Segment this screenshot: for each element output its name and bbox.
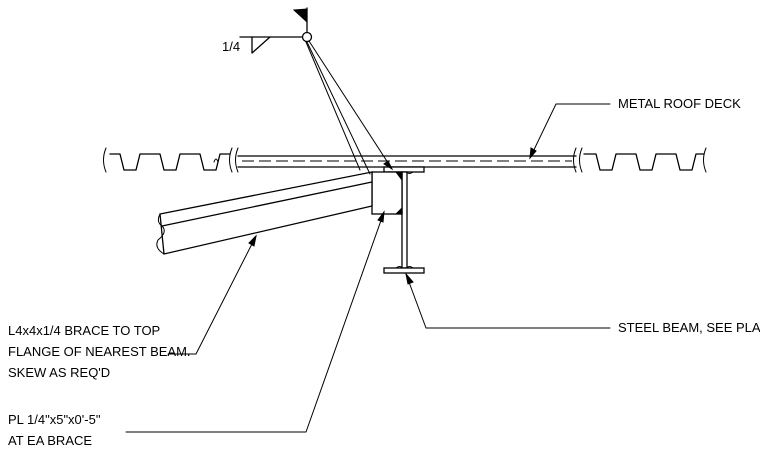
plate-weld-lower [394,206,403,215]
deck-break-right-inner [573,147,583,173]
beam-bottom-flange [383,267,425,274]
label-brace-line1: L4x4x1/4 BRACE TO TOP [8,323,160,338]
weld-leader-3 [305,41,361,171]
angle-brace [156,171,373,255]
weld-leader-2 [308,40,393,170]
brace-body [159,171,373,255]
fillet-weld-icon [251,36,271,54]
callout-brace: L4x4x1/4 BRACE TO TOP FLANGE OF NEAREST … [8,234,257,380]
leader-plate [125,211,385,433]
label-metal-deck: METAL ROOF DECK [618,96,741,111]
brace-plate [371,171,403,215]
beam-web [401,171,408,269]
weld-all-around-circle-icon [301,31,313,43]
weld-leader-1 [306,41,371,175]
label-brace-line3: SKEW AS REQ'D [8,365,110,380]
label-brace-line2: FLANGE OF NEAREST BEAM. [8,344,191,359]
deck-fastener-left [213,158,219,163]
weld-leader-arrow [383,160,394,171]
weld-symbol: 1/4 [222,7,394,175]
field-weld-flag-icon [292,8,308,24]
deck-break-left-inner [229,147,239,173]
plate [371,171,403,215]
callout-steel-beam: STEEL BEAM, SEE PLAN [405,272,760,335]
leader-steel-beam [405,273,611,329]
arrow-plate [377,210,385,223]
leader-brace [167,235,257,355]
plate-weld [395,171,403,182]
brace-leg-line [161,181,373,227]
arrow-steel-beam [405,272,414,285]
deck-profile-left [109,153,231,171]
deck-break-left-outer [103,147,107,173]
label-plate-line2: AT EA BRACE [8,433,92,448]
brace-break-line [156,213,165,255]
arrow-metal-deck [529,147,537,160]
arrow-brace [248,234,257,247]
label-steel-beam: STEEL BEAM, SEE PLAN [618,320,760,335]
weld-size: 1/4 [222,39,240,54]
callout-metal-deck: METAL ROOF DECK [529,96,741,160]
leader-metal-deck [529,103,611,159]
callout-plate: PL 1/4"x5"x0'-5" AT EA BRACE [8,210,385,448]
deck-profile-right [583,153,705,171]
deck-break-right-outer [703,147,707,173]
label-plate-line1: PL 1/4"x5"x0'-5" [8,412,101,427]
